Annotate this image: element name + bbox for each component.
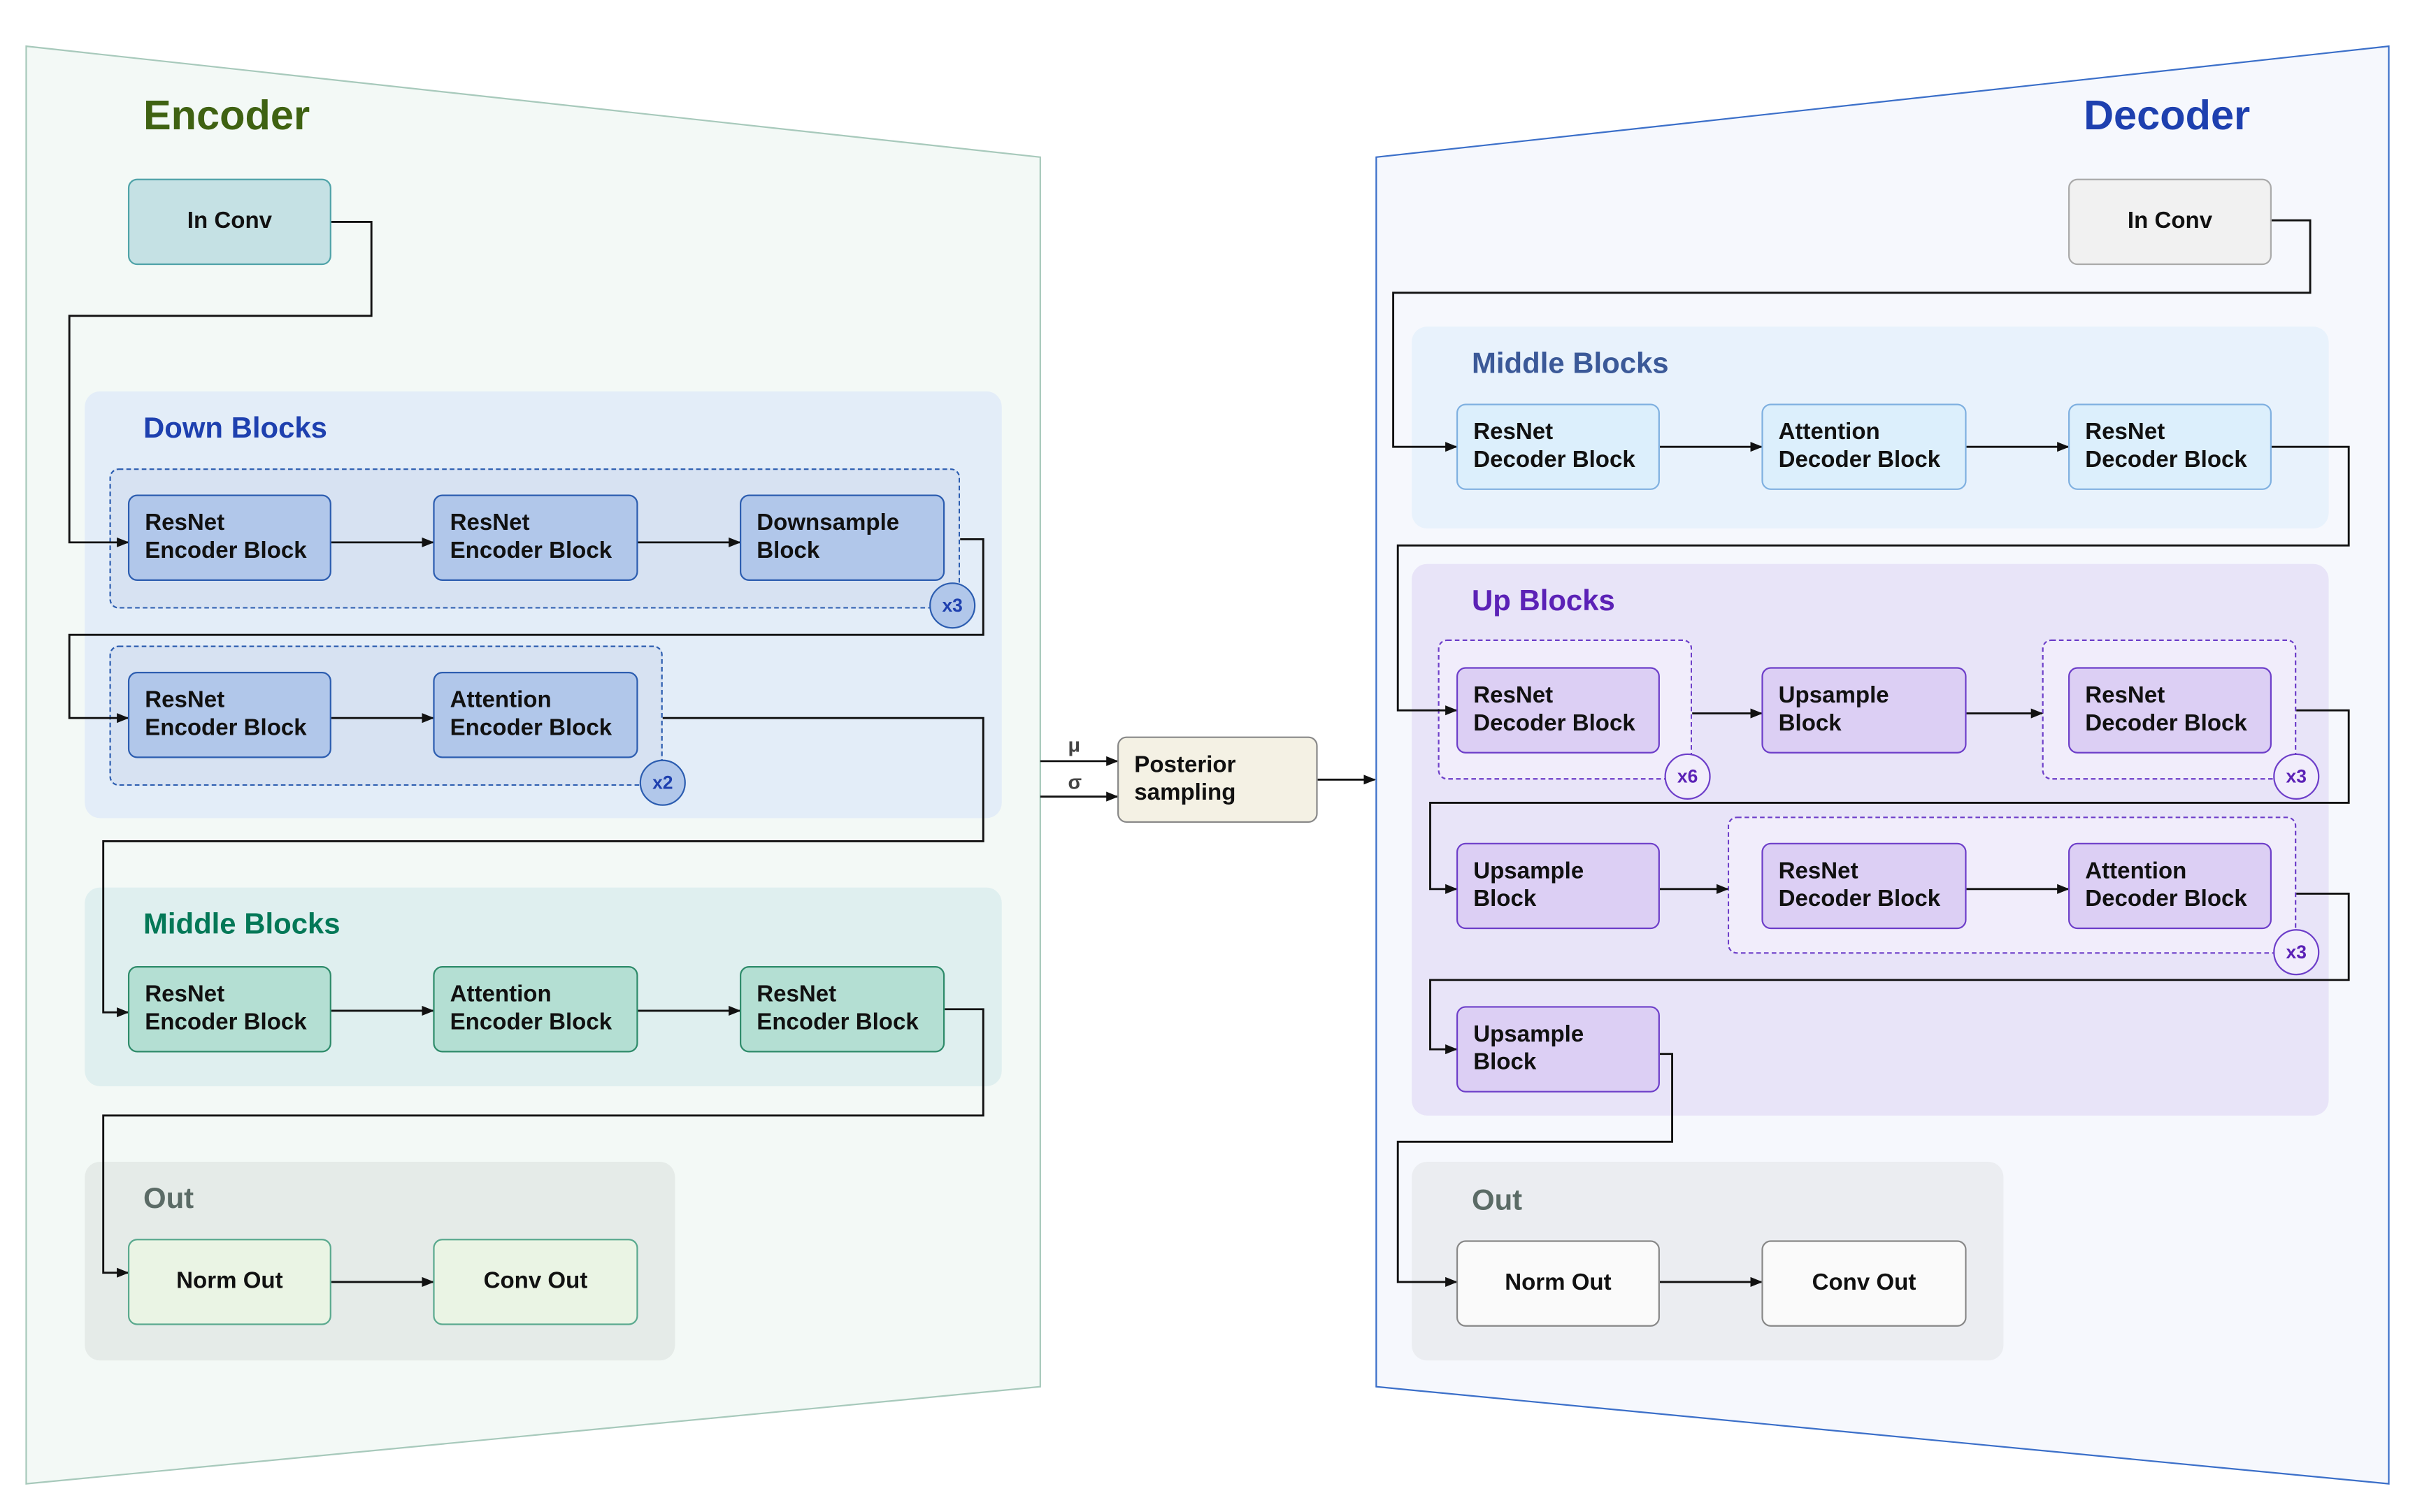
encoder-middle-resnet-1: ResNet Encoder Block — [127, 966, 331, 1053]
node-label-line2: Decoder Block — [2085, 447, 2247, 473]
repeat-badge-x3: x3 — [2273, 929, 2320, 976]
node-label-line1: Posterior — [1134, 751, 1236, 779]
repeat-badge-x2: x2 — [639, 759, 686, 806]
decoder-up-upsample-2: Upsample Block — [1456, 842, 1660, 930]
node-label-line2: Decoder Block — [1473, 710, 1635, 737]
decoder-up-upsample-3: Upsample Block — [1456, 1006, 1660, 1093]
node-label: Norm Out — [1505, 1269, 1612, 1296]
mu-label: μ — [1068, 733, 1081, 757]
node-label-line2: Decoder Block — [2085, 710, 2247, 737]
decoder-middle-attention: Attention Decoder Block — [1761, 403, 1967, 490]
repeat-badge-x6: x6 — [1664, 753, 1711, 800]
node-label-line1: ResNet — [2085, 419, 2165, 446]
decoder-middle-resnet-1: ResNet Decoder Block — [1456, 403, 1660, 490]
node-label-line1: ResNet — [145, 687, 225, 714]
decoder-up-resnet-2: ResNet Decoder Block — [2068, 667, 2272, 754]
node-label-line1: ResNet — [2085, 682, 2165, 709]
encoder-down-resnet-3: ResNet Encoder Block — [127, 672, 331, 758]
decoder-title: Decoder — [2084, 92, 2251, 139]
encoder-norm-out: Norm Out — [127, 1239, 331, 1325]
decoder-middle-blocks-title: Middle Blocks — [1472, 348, 1669, 381]
decoder-conv-out: Conv Out — [1761, 1240, 1967, 1327]
node-label-line1: Attention — [1778, 419, 1880, 446]
node-label-line1: Upsample — [1473, 858, 1584, 885]
node-label-line1: Attention — [450, 687, 552, 714]
encoder-down-attention: Attention Encoder Block — [433, 672, 638, 758]
encoder-out-title: Out — [143, 1183, 194, 1216]
encoder-title: Encoder — [143, 92, 310, 139]
sigma-label: σ — [1068, 770, 1082, 794]
node-label-line1: Upsample — [1473, 1021, 1584, 1048]
node-label-line1: Attention — [450, 981, 552, 1008]
node-label-line2: Encoder Block — [145, 538, 307, 564]
encoder-down-resnet-1: ResNet Encoder Block — [127, 494, 331, 581]
node-label-line2: Block — [1473, 1049, 1537, 1076]
node-label-line1: Attention — [2085, 858, 2187, 885]
decoder-up-resnet-3: ResNet Decoder Block — [1761, 842, 1967, 930]
decoder-norm-out: Norm Out — [1456, 1240, 1660, 1327]
encoder-middle-resnet-2: ResNet Encoder Block — [740, 966, 945, 1053]
encoder-middle-attention: Attention Encoder Block — [433, 966, 638, 1053]
node-label-line1: ResNet — [145, 510, 225, 537]
node-label-line2: Decoder Block — [1778, 447, 1941, 473]
encoder-downsample-block: Downsample Block — [740, 494, 945, 581]
node-label: In Conv — [187, 208, 273, 235]
encoder-middle-blocks-title: Middle Blocks — [143, 909, 341, 942]
node-label-line2: Encoder Block — [450, 538, 612, 564]
decoder-up-attention: Attention Decoder Block — [2068, 842, 2272, 930]
decoder-up-upsample-1: Upsample Block — [1761, 667, 1967, 754]
node-label-line1: ResNet — [1778, 858, 1858, 885]
decoder-out-title: Out — [1472, 1185, 1523, 1218]
node-label-line2: Decoder Block — [1473, 447, 1635, 473]
encoder-in-conv: In Conv — [127, 178, 331, 266]
up-blocks-title: Up Blocks — [1472, 585, 1615, 618]
node-label-line2: Block — [1473, 886, 1537, 912]
node-label-line2: Encoder Block — [145, 714, 307, 742]
node-label-line2: sampling — [1134, 779, 1236, 806]
node-label-line1: ResNet — [757, 981, 837, 1008]
posterior-sampling: Posterior sampling — [1117, 736, 1318, 823]
node-label-line1: Upsample — [1778, 682, 1889, 709]
node-label-line1: ResNet — [1473, 419, 1554, 446]
node-label: Conv Out — [483, 1268, 588, 1295]
node-label-line2: Block — [1778, 710, 1842, 737]
node-label-line2: Encoder Block — [145, 1009, 307, 1036]
node-label-line1: Downsample — [757, 510, 900, 537]
decoder-middle-resnet-2: ResNet Decoder Block — [2068, 403, 2272, 490]
repeat-badge-x3: x3 — [929, 582, 976, 629]
node-label: In Conv — [2127, 208, 2213, 235]
node-label-line1: ResNet — [1473, 682, 1554, 709]
encoder-down-resnet-2: ResNet Encoder Block — [433, 494, 638, 581]
down-blocks-title: Down Blocks — [143, 412, 327, 446]
node-label-line2: Decoder Block — [1778, 886, 1941, 912]
decoder-in-conv: In Conv — [2068, 178, 2272, 266]
encoder-conv-out: Conv Out — [433, 1239, 638, 1325]
decoder-up-resnet-1: ResNet Decoder Block — [1456, 667, 1660, 754]
node-label-line1: ResNet — [450, 510, 530, 537]
node-label-line2: Block — [757, 538, 820, 564]
repeat-badge-x3: x3 — [2273, 753, 2320, 800]
node-label: Norm Out — [176, 1268, 283, 1295]
node-label-line2: Encoder Block — [450, 1009, 612, 1036]
node-label-line2: Encoder Block — [757, 1009, 919, 1036]
node-label: Conv Out — [1812, 1269, 1916, 1296]
node-label-line1: ResNet — [145, 981, 225, 1008]
node-label-line2: Encoder Block — [450, 714, 612, 742]
node-label-line2: Decoder Block — [2085, 886, 2247, 912]
